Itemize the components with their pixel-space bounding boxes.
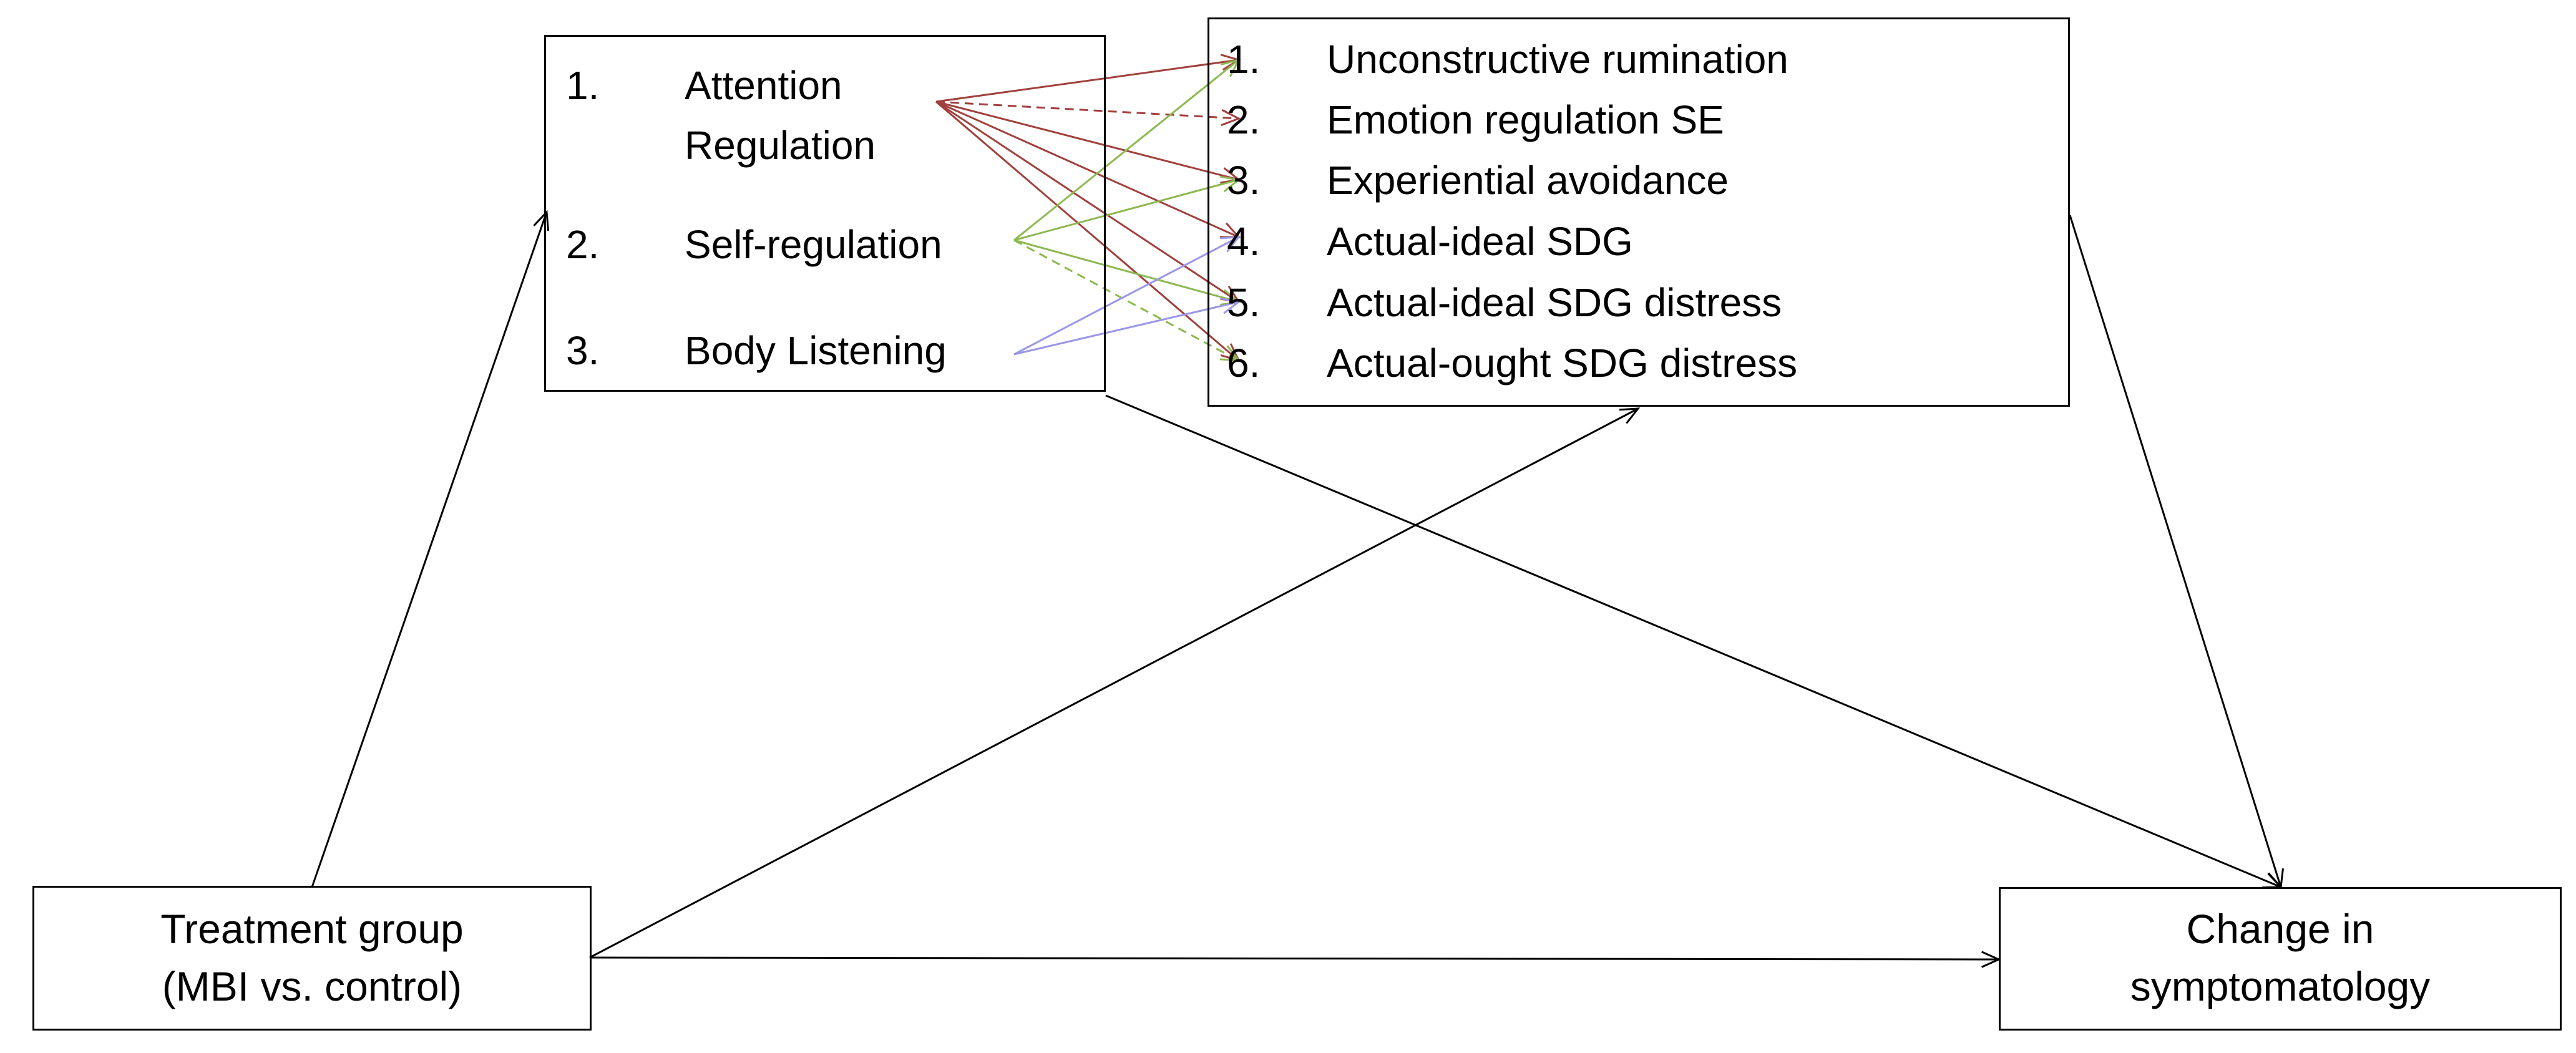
item-number: 4. <box>1227 219 1261 264</box>
arrow-treatment-to-right-mediators-arrowhead <box>1619 407 1641 424</box>
link-attention-regulation-to-item-4 <box>935 100 1239 238</box>
treatment-line-2: (MBI vs. control) <box>162 963 462 1009</box>
item-label-continued: Regulation <box>685 123 876 168</box>
arrow-treatment-to-left-mediators-arrowhead <box>533 210 550 231</box>
link-attention-regulation-to-item-2-arrowhead <box>1221 109 1241 127</box>
link-body-listening-to-item-4-arrowhead <box>1219 236 1241 253</box>
item-label: Body Listening <box>685 328 947 373</box>
item-label: Actual-ought SDG distress <box>1327 341 1798 386</box>
treatment-box: Treatment group (MBI vs. control) <box>32 886 592 1031</box>
outcome-line-1: Change in <box>2186 906 2374 952</box>
item-label: Attention <box>685 63 842 108</box>
link-self-regulation-to-item-1-arrowhead <box>1220 58 1241 77</box>
item-number: 1. <box>566 63 600 108</box>
outcome-line-2: symptomatology <box>2130 963 2431 1009</box>
link-self-regulation-to-item-6-arrowhead <box>1219 345 1241 362</box>
link-attention-regulation-to-item-3 <box>935 100 1239 181</box>
item-number: 3. <box>566 328 600 373</box>
item-label: Actual-ideal SDG <box>1327 219 1633 264</box>
link-self-regulation-to-item-3-arrowhead <box>1220 175 1241 193</box>
arrow-right-mediators-to-outcome <box>2069 215 2282 888</box>
item-label: Experiential avoidance <box>1327 158 1729 203</box>
link-attention-regulation-to-item-2 <box>935 100 1239 120</box>
link-attention-regulation-to-item-1 <box>935 59 1239 103</box>
link-attention-regulation-to-item-5 <box>935 100 1239 303</box>
item-number: 1. <box>1227 37 1261 82</box>
mediator-box-right: 1. Unconstructive rumination 2. Emotion … <box>1208 17 2070 407</box>
link-self-regulation-to-item-1 <box>1013 59 1239 241</box>
item-number: 6. <box>1227 341 1261 386</box>
link-body-listening-to-item-5 <box>1013 301 1239 356</box>
item-number: 3. <box>1227 158 1261 203</box>
arrow-left-mediators-to-outcome <box>1105 394 2281 888</box>
item-number: 5. <box>1227 280 1261 325</box>
mediator-box-left: 1. Attention Regulation 2. Self-regulati… <box>544 35 1106 392</box>
item-label: Actual-ideal SDG distress <box>1327 280 1782 325</box>
link-self-regulation-to-item-5 <box>1013 239 1239 303</box>
item-number: 2. <box>1227 97 1261 142</box>
treatment-line-1: Treatment group <box>160 906 464 952</box>
link-body-listening-to-item-5-arrowhead <box>1220 297 1241 314</box>
item-label: Self-regulation <box>685 222 942 267</box>
arrow-treatment-to-left-mediators <box>311 211 548 888</box>
arrow-treatment-to-outcome <box>589 956 1999 961</box>
item-number: 2. <box>566 222 600 267</box>
item-label: Unconstructive rumination <box>1327 37 1788 82</box>
link-self-regulation-to-item-3 <box>1013 178 1239 241</box>
outcome-box: Change in symptomatology <box>1999 887 2562 1031</box>
arrow-treatment-to-right-mediators <box>589 407 1639 959</box>
item-label: Emotion regulation SE <box>1327 97 1724 142</box>
link-attention-regulation-to-item-6 <box>935 100 1239 362</box>
link-body-listening-to-item-4 <box>1013 236 1239 356</box>
